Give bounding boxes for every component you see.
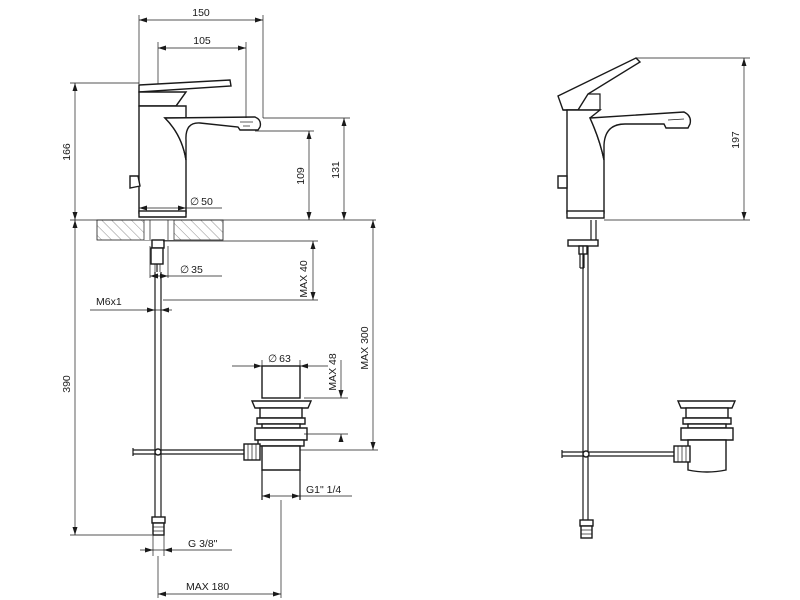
side-hose: [579, 246, 594, 539]
front-view: 150 105 166 131: [61, 7, 378, 598]
side-view: 197: [557, 57, 750, 539]
dimension-g38: G 3/8": [140, 535, 232, 556]
dimension-phi50: ∅50: [139, 196, 222, 211]
countertop-section: [96, 219, 224, 241]
pop-up-rod: [132, 448, 244, 456]
dimension-max300: MAX 300: [300, 220, 378, 451]
dim-390-label: 390: [61, 375, 73, 393]
dim-max300-label: MAX 300: [359, 326, 371, 369]
dim-phi63-label: ∅63: [268, 353, 291, 365]
dimension-phi63: ∅63: [232, 353, 328, 372]
side-faucet-body: [557, 57, 692, 219]
dimension-m6x1: M6x1: [90, 296, 172, 313]
dimension-max180: MAX 180: [157, 500, 282, 598]
dim-131-label: 131: [330, 161, 342, 179]
dimension-109: 109: [255, 130, 314, 220]
dimension-105: 105: [157, 35, 247, 118]
side-pop-up-rod: [561, 450, 676, 458]
mounting-stem: [150, 239, 165, 272]
supply-hose: [151, 272, 166, 536]
dimension-phi35: ∅35: [149, 246, 222, 279]
dim-g38-label: G 3/8": [188, 538, 218, 550]
dimension-max40: MAX 40: [163, 240, 318, 301]
dim-m6x1-label: M6x1: [96, 296, 122, 308]
dimension-g114: G1" 1/4: [262, 484, 352, 499]
side-pop-up-waste: [673, 400, 737, 473]
dimension-150: 150: [138, 7, 264, 118]
dim-max48-label: MAX 48: [327, 353, 339, 391]
dim-max40-label: MAX 40: [298, 260, 310, 298]
pop-up-waste: [243, 365, 313, 500]
dim-150-label: 150: [192, 7, 210, 19]
dimension-166: 166: [61, 82, 139, 220]
dim-g114-label: G1" 1/4: [306, 484, 341, 496]
dim-105-label: 105: [193, 35, 211, 47]
dim-197-label: 197: [730, 131, 742, 149]
dimension-197: 197: [604, 57, 750, 221]
dim-phi50-label: ∅50: [190, 196, 213, 208]
dim-max180-label: MAX 180: [186, 581, 229, 593]
dimension-390: 390: [61, 220, 152, 536]
dimension-131: 131: [263, 117, 350, 220]
faucet-body: [129, 79, 262, 218]
dim-phi35-label: ∅35: [180, 264, 203, 276]
dimension-max48: MAX 48: [304, 353, 348, 442]
dim-109-label: 109: [295, 167, 307, 185]
dim-166-label: 166: [61, 143, 73, 161]
